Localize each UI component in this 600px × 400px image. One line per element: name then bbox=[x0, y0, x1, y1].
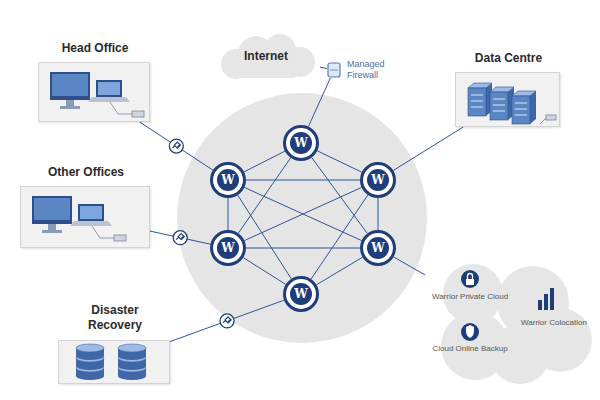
office-box: Head Office bbox=[38, 62, 150, 122]
storage-disk bbox=[118, 364, 146, 380]
network-link bbox=[243, 258, 286, 285]
hub-letter: W bbox=[217, 237, 239, 259]
network-link bbox=[140, 122, 213, 170]
node-label: Other Offices bbox=[21, 165, 151, 183]
router-box bbox=[546, 115, 556, 120]
chart-bar bbox=[550, 288, 554, 310]
storage-disk bbox=[76, 354, 104, 370]
network-link bbox=[170, 300, 284, 341]
plug-symbol bbox=[223, 317, 231, 323]
node-label: Warrior Colocation bbox=[517, 318, 591, 340]
network-link bbox=[308, 78, 330, 127]
office-computers bbox=[32, 196, 126, 241]
hub-node: W bbox=[283, 276, 319, 312]
cloud-shape bbox=[490, 324, 550, 384]
hub-letter: W bbox=[290, 132, 312, 154]
office-box: Other Offices bbox=[20, 186, 150, 248]
node-label: Warrior Private Cloud bbox=[425, 292, 515, 304]
server-unit bbox=[468, 83, 492, 116]
backup-icon-disc bbox=[461, 323, 479, 341]
plug-symbol bbox=[176, 234, 184, 240]
server-unit bbox=[512, 91, 536, 124]
hub-node: W bbox=[360, 230, 396, 266]
lock-shackle bbox=[468, 274, 473, 280]
lock-icon-disc bbox=[461, 270, 479, 288]
hub-letter: W bbox=[217, 169, 239, 191]
network-link bbox=[394, 257, 425, 275]
node-label: Head Office bbox=[39, 41, 151, 59]
network-link bbox=[244, 151, 285, 172]
hub-node: W bbox=[283, 125, 319, 161]
hub-node: W bbox=[210, 162, 246, 198]
connector-plug bbox=[220, 314, 234, 328]
firewall-shape bbox=[328, 63, 340, 77]
connector-plug bbox=[169, 139, 183, 153]
connector-plug bbox=[173, 231, 187, 245]
network-core-disc bbox=[177, 93, 427, 343]
chart-bar bbox=[538, 300, 542, 310]
node-label: Managed Firewall bbox=[347, 59, 399, 83]
network-link bbox=[320, 67, 327, 68]
server-unit bbox=[490, 87, 514, 120]
network-link bbox=[317, 151, 362, 172]
storage-disk bbox=[118, 354, 146, 370]
network-link bbox=[246, 180, 360, 181]
hub-letter: W bbox=[367, 169, 389, 191]
firewall-detail bbox=[330, 70, 338, 71]
node-label: Data Centre bbox=[456, 51, 561, 69]
node-label: Internet bbox=[212, 49, 320, 65]
network-link bbox=[228, 198, 229, 230]
datacentre-box: Data Centre bbox=[455, 72, 560, 127]
office-computers bbox=[50, 72, 144, 117]
network-link bbox=[311, 195, 368, 279]
chart-bar bbox=[544, 294, 548, 310]
cloud-shape bbox=[285, 47, 315, 77]
node-label: Disaster Recovery bbox=[75, 303, 155, 337]
network-link bbox=[238, 158, 290, 233]
plug-ring bbox=[220, 314, 234, 328]
firewall-outline bbox=[327, 62, 341, 78]
network-link bbox=[393, 127, 463, 170]
node-label: Cloud Online Backup bbox=[425, 344, 515, 356]
firewall-device: Managed Firewall bbox=[327, 62, 341, 78]
network-link bbox=[246, 248, 360, 249]
cloud-services: Warrior Private CloudWarrior ColocationC… bbox=[425, 262, 593, 384]
network-link bbox=[238, 195, 292, 279]
plug-ring bbox=[173, 231, 187, 245]
plug-symbol bbox=[172, 142, 180, 148]
hub-node: W bbox=[210, 230, 246, 266]
network-link bbox=[312, 158, 368, 234]
hub-letter: W bbox=[290, 283, 312, 305]
storage-disk bbox=[76, 364, 104, 380]
recovery-box: Disaster Recovery bbox=[58, 340, 170, 384]
internet-cloud: Internet bbox=[212, 32, 320, 80]
hub-letter: W bbox=[367, 237, 389, 259]
storage-disk bbox=[76, 344, 104, 360]
device-wire bbox=[540, 118, 552, 124]
plug-ring bbox=[169, 139, 183, 153]
lock-body bbox=[466, 279, 474, 285]
network-link bbox=[378, 198, 379, 230]
storage-disk bbox=[118, 344, 146, 360]
hub-node: W bbox=[360, 162, 396, 198]
shield-icon bbox=[466, 325, 474, 338]
network-link bbox=[150, 231, 210, 244]
